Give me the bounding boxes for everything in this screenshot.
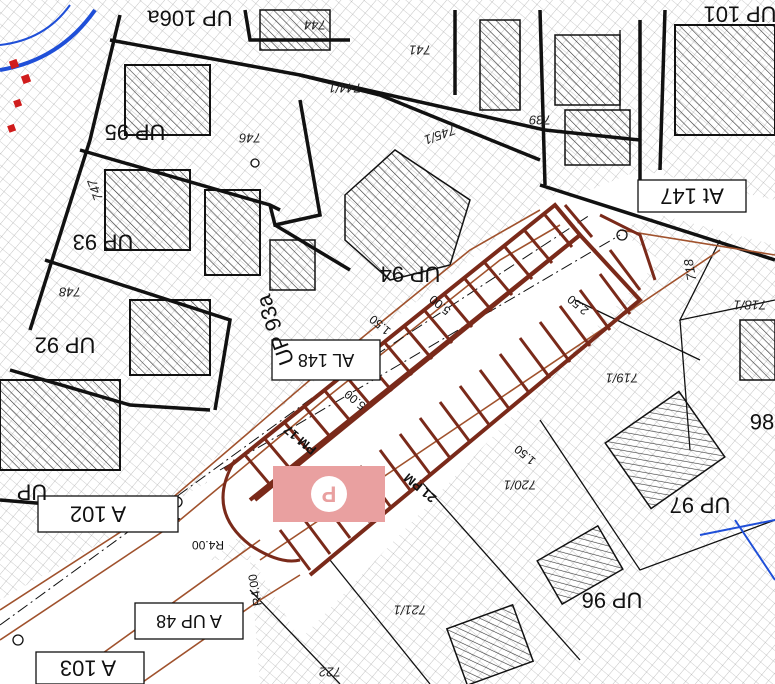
road-band: [0, 170, 775, 684]
lot-746: 746: [238, 131, 260, 146]
building: [124, 64, 211, 136]
parcel-98: 98: [750, 410, 774, 435]
road-axis: [0, 214, 621, 626]
building: [604, 390, 726, 510]
building: [259, 9, 331, 51]
building: [269, 239, 316, 291]
parcel-up93: UP 93: [73, 230, 134, 255]
stamp-red-marks: [7, 58, 32, 133]
lot-722: 722: [318, 665, 340, 680]
parcel-labels: UP 106a UP 101 UP 95 UP 93 UP 94 UP 92 U…: [17, 2, 775, 681]
official-stamp: [0, 4, 97, 133]
parking-sign-letter: P: [322, 482, 337, 507]
building: [129, 299, 211, 376]
lot-744: 744: [304, 18, 326, 33]
parcel-up92: UP 92: [35, 333, 96, 358]
parcel-at147: At 147: [660, 184, 724, 209]
building: [674, 24, 775, 136]
building: [445, 603, 535, 684]
parcel-boundaries: [0, 9, 775, 522]
parking-sign-circle: [311, 476, 347, 512]
building: [204, 189, 261, 276]
lot-744-1: 744/1: [329, 81, 362, 96]
turning-loop: [221, 459, 301, 563]
building: [344, 149, 471, 281]
end-curb: [599, 213, 657, 281]
lot-numbers: 744 741 744/1 739 746 745/1 748 747 718/…: [58, 18, 766, 680]
parcel-up94: UP 94: [380, 262, 441, 287]
parcel-al148: AL 148: [298, 350, 354, 370]
label-boxes: [35, 179, 747, 684]
radius-label-b: R4.00: [245, 573, 264, 607]
lot-718: 718: [681, 257, 700, 282]
parcel-up101: UP 101: [704, 2, 775, 27]
building: [739, 319, 775, 381]
parcel-a-up48: A UP 48: [156, 611, 222, 631]
lot-720-1: 720/1: [504, 478, 537, 493]
lot-718-1: 718/1: [734, 298, 767, 313]
parking-row-lower: [248, 232, 643, 577]
lot-739: 739: [529, 113, 551, 128]
lot-719-1: 719/1: [606, 371, 639, 386]
lot-lines: [249, 30, 775, 684]
building: [479, 19, 521, 111]
parcel-a103: A 103: [60, 656, 116, 681]
blue-marker-line: [699, 519, 775, 581]
lot-721-1: 721/1: [394, 603, 427, 618]
buildings: [0, 9, 775, 684]
parcel-up95: UP 95: [105, 120, 166, 145]
parcel-up106a: UP 106a: [147, 6, 233, 31]
lot-748: 748: [58, 285, 80, 300]
building: [0, 379, 121, 471]
parcel-up96: UP 96: [582, 588, 643, 613]
parking-area-base: [200, 190, 660, 640]
parcel-up-left: UP: [17, 480, 48, 505]
lot-741: 741: [409, 43, 431, 58]
radius-label-a: R4.00: [192, 538, 224, 552]
stamp-arc-inner: [0, 4, 71, 46]
parcel-up97: UP 97: [670, 493, 731, 518]
lot-747: 747: [84, 177, 106, 203]
building: [554, 34, 621, 106]
parking-sign: P: [273, 466, 385, 522]
building: [536, 524, 624, 606]
parcel-a102: A 102: [70, 502, 126, 527]
